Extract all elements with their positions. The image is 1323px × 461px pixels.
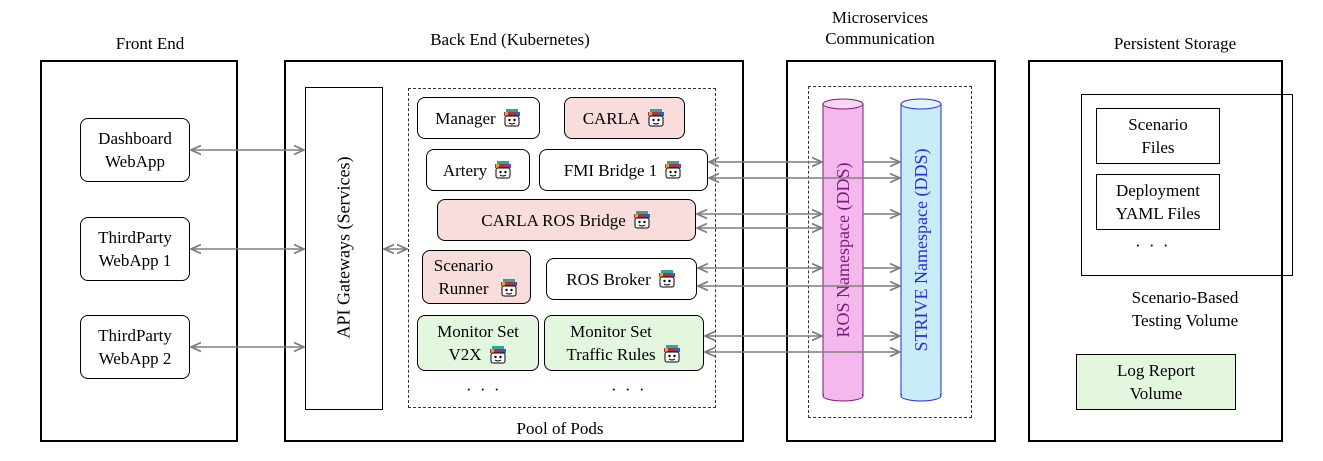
- thirdparty2-line2: WebApp 2: [98, 349, 172, 368]
- persistent-storage-panel: [1028, 60, 1283, 442]
- carla-ros-bridge-pod[interactable]: CARLA ROS Bridge: [437, 199, 696, 241]
- ros-broker-pod[interactable]: ROS Broker: [546, 258, 697, 300]
- pod-icon: [663, 160, 683, 180]
- dashboard-line2: WebApp: [104, 152, 165, 171]
- scenario-volume-line1: Scenario-Based: [1131, 288, 1239, 307]
- scenario-volume-label: Scenario-Based Testing Volume: [1080, 286, 1290, 332]
- ros-broker-label: ROS Broker: [566, 269, 651, 289]
- microservices-title-line1: Microservices: [831, 8, 929, 27]
- scenario-runner-line2: Runner: [438, 279, 489, 298]
- microservices-title: Microservices Communication: [800, 7, 960, 49]
- scenario-runner-line1: Scenario: [433, 256, 494, 275]
- pod-icon: [493, 160, 513, 180]
- scenario-volume-line2: Testing Volume: [1131, 311, 1239, 330]
- scenario-volume-box: [1081, 94, 1293, 276]
- monitor-v2x-line1: Monitor Set: [437, 322, 519, 341]
- pod-icon: [657, 269, 677, 289]
- carla-ros-bridge-label: CARLA ROS Bridge: [481, 210, 626, 230]
- manager-label: Manager: [435, 108, 496, 128]
- scenario-files-line2: Files: [1141, 138, 1175, 157]
- scenario-files-line1: Scenario: [1128, 115, 1188, 134]
- pool-of-pods-label: Pool of Pods: [516, 419, 604, 438]
- artery-label: Artery: [442, 160, 488, 180]
- back-end-title: Back End (Kubernetes): [430, 30, 590, 49]
- deployment-files-line1: Deployment: [1115, 181, 1201, 200]
- microservices-panel: [786, 60, 996, 442]
- pods-ellipsis-left: · · ·: [466, 380, 502, 399]
- pod-icon: [499, 278, 519, 298]
- front-end-title: Front End: [115, 34, 185, 53]
- persistent-storage-title: Persistent Storage: [1113, 34, 1237, 53]
- pod-icon: [502, 108, 522, 128]
- dashboard-line1: Dashboard: [98, 129, 172, 148]
- thirdparty2-line1: ThirdParty: [98, 326, 172, 345]
- pod-icon: [646, 108, 666, 128]
- artery-pod[interactable]: Artery: [426, 149, 530, 191]
- pod-icon: [662, 344, 682, 364]
- fmi-bridge-pod[interactable]: FMI Bridge 1: [539, 149, 708, 191]
- namespace-frame: [808, 86, 972, 418]
- pods-ellipsis-right: · · ·: [611, 380, 647, 399]
- api-gateway-box[interactable]: [305, 87, 383, 410]
- thirdparty1-line2: WebApp 1: [98, 251, 172, 270]
- monitor-v2x-line2: V2X: [448, 345, 482, 364]
- pod-icon: [488, 345, 508, 365]
- deployment-files-line2: YAML Files: [1115, 204, 1201, 223]
- pool-of-pods-frame: [408, 88, 716, 408]
- carla-label: CARLA: [582, 108, 641, 128]
- log-report-line2: Volume: [1129, 384, 1183, 403]
- microservices-title-line2: Communication: [825, 29, 935, 48]
- carla-pod[interactable]: CARLA: [564, 97, 685, 139]
- manager-pod[interactable]: Manager: [417, 97, 540, 139]
- thirdparty1-line1: ThirdParty: [98, 228, 172, 247]
- storage-ellipsis: · · ·: [1135, 236, 1171, 255]
- log-report-line1: Log Report: [1117, 361, 1195, 380]
- monitor-traffic-line2: Traffic Rules: [566, 345, 656, 364]
- fmi-bridge-label: FMI Bridge 1: [563, 160, 658, 180]
- monitor-traffic-line1: Monitor Set: [570, 322, 652, 341]
- api-gateway-label: API Gateways (Services): [333, 156, 354, 339]
- pod-icon: [632, 210, 652, 230]
